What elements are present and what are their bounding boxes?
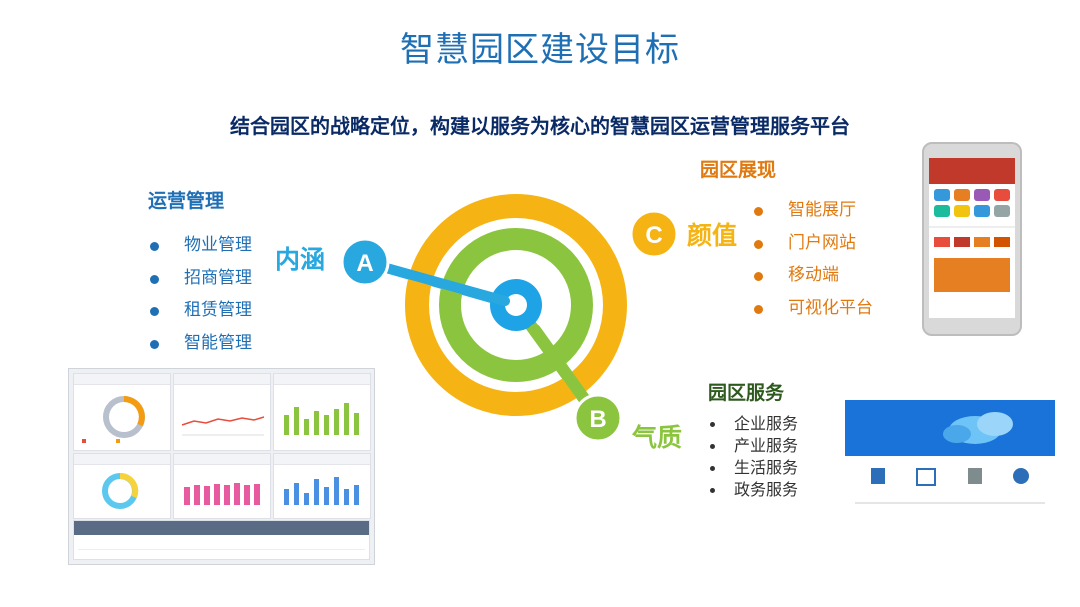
badge-b [573,393,623,443]
operations-list: 物业管理 招商管理 租赁管理 智能管理 [148,229,252,359]
services-section: 园区服务 企业服务 产业服务 生活服务 政务服务 [708,378,798,501]
list-item: 企业服务 [708,413,798,435]
page-title: 智慧园区建设目标 [400,30,680,70]
dashboard-panel [73,373,171,451]
outer-ring [405,194,627,416]
list-item: 产业服务 [708,435,798,457]
services-list: 企业服务 产业服务 生活服务 政务服务 [708,413,798,501]
phone-video-banner [934,258,1010,292]
bullet-icon [150,307,159,316]
bullet-icon [710,444,715,449]
list-item: 可视化平台 [752,292,873,325]
list-item: 移动端 [752,259,873,292]
bullet-icon [754,304,763,314]
display-heading: 园区展现 [700,159,777,181]
list-item: 门户网站 [752,227,873,260]
label-c-text: 颜值 [687,221,737,250]
dashboard-panel [173,453,271,519]
badge-c-letter: C [645,222,662,249]
core-inner [505,294,527,316]
phone-mockup [922,142,1022,336]
display-list: 智能展厅 门户网站 移动端 可视化平台 [752,194,873,324]
dashboard-panel [273,453,371,519]
page-subtitle: 结合园区的战略定位，构建以服务为核心的智慧园区运营管理服务平台 [230,114,850,138]
cloud-graphic [943,412,1013,444]
bullet-icon [754,207,763,216]
label-a-text: 内涵 [275,245,325,274]
bar-chart-thumb-2 [184,483,260,505]
dashboard-panel [173,373,271,451]
list-item: 招商管理 [148,262,252,295]
middle-ring [439,228,593,382]
website-mockup [845,392,1055,522]
phone-screen [929,158,1015,318]
bullet-icon [710,488,715,493]
operations-section: 运营管理 物业管理 招商管理 租赁管理 智能管理 [148,186,252,359]
dashboard-panel [273,373,371,451]
badge-a-letter: A [356,250,373,277]
bullet-icon [150,242,159,251]
badge-b-letter: B [589,406,606,433]
display-section: 园区展现 智能展厅 门户网站 移动端 可视化平台 [700,155,873,324]
bullet-icon [150,274,159,284]
donut-chart-thumb [82,396,145,443]
list-item: 政务服务 [708,479,798,501]
phone-banner [929,158,1015,184]
phone-icon-grid [929,184,1015,222]
bullet-icon [754,239,763,249]
list-item: 智能管理 [148,327,252,360]
dashboard-table [73,520,370,560]
bullet-icon [710,466,715,471]
donut-chart-thumb-2 [102,472,139,509]
list-item: 智能展厅 [752,194,873,227]
services-heading: 园区服务 [708,382,785,404]
list-item: 租赁管理 [148,294,252,327]
bullet-icon [150,339,159,349]
list-item: 物业管理 [148,229,252,262]
website-banner [845,400,1055,456]
bullet-icon [710,422,715,427]
bar-chart-thumb [284,403,359,435]
badge-a [340,237,390,287]
website-service-icons [845,456,1055,486]
dashboard-panel [73,453,171,519]
bar-chart-thumb-3 [284,477,359,505]
bullet-icon [754,272,763,281]
dashboard-screenshot [68,368,375,565]
operations-heading: 运营管理 [148,190,225,212]
label-b-text: 气质 [631,423,682,452]
line-chart-thumb [181,416,265,436]
badge-c [629,209,679,259]
list-item: 生活服务 [708,457,798,479]
